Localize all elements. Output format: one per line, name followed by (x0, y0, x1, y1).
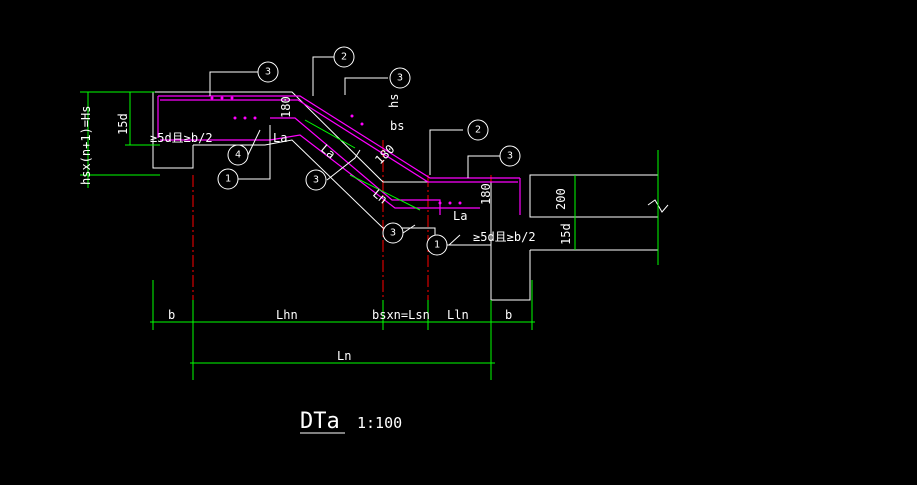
dimension-labels: b Lhn bsxn=Lsn Lln b Ln (168, 308, 512, 363)
top-rebar-inner (160, 99, 518, 183)
bottom-rebar-2 (270, 117, 441, 215)
callout-circle (467, 119, 489, 141)
bs-label: bs (390, 119, 404, 133)
rebar-dot (220, 96, 224, 100)
callout-number: 4 (235, 150, 241, 161)
rebar-dots (210, 96, 462, 205)
callout-circle (257, 61, 279, 83)
callout-leaders (209, 56, 500, 246)
callout-circle (426, 234, 448, 256)
leader-3-slope (326, 149, 361, 181)
rebar-dot (360, 122, 364, 126)
callout-numbers: 2 3 3 2 3 4 1 3 3 1 (225, 52, 513, 251)
dim-b-left: b (168, 308, 175, 322)
dim-b-right: b (505, 308, 512, 322)
callout-number: 1 (434, 240, 440, 251)
concrete-outline (152, 91, 669, 301)
rebar-dot (210, 96, 214, 100)
dim-180-c: 180 (479, 183, 493, 205)
callout-circle (389, 67, 411, 89)
dim-180-a: 180 (279, 96, 293, 118)
callout-circle (227, 144, 249, 166)
callout-circle (333, 46, 355, 68)
drawing-title: DTa (300, 409, 340, 434)
la-curve-1 (304, 119, 356, 149)
axis-lines (192, 140, 492, 310)
rebar-dot (230, 96, 234, 100)
leader-1-left (238, 125, 271, 180)
callout-number: 3 (265, 67, 271, 78)
leader-4 (247, 129, 261, 156)
rebar-dot (350, 114, 354, 118)
rebar-dot (448, 201, 452, 205)
landing-soffit (152, 92, 194, 169)
callout-number: 3 (397, 73, 403, 84)
rebar-dot (233, 116, 237, 120)
callout-number: 3 (507, 151, 513, 162)
la-label-2: La (318, 142, 338, 162)
la-label-1: La (273, 131, 287, 145)
callout-number: 2 (341, 52, 347, 63)
leader-1-bottom (448, 234, 461, 246)
callout-number: 1 (225, 174, 231, 185)
la-label-3: La (453, 209, 467, 223)
ln-slope-label: Ln (370, 187, 390, 207)
top-rebar (158, 95, 520, 179)
five-d-left-label: ≥5d且≥b/2 (150, 131, 213, 145)
drawing-labels: hsx(n+1)=Hs 15d ≥5d且≥b/2 La La Ln 180 18… (79, 94, 573, 245)
callout-circle (382, 222, 404, 244)
rebar-dot (438, 201, 442, 205)
drawing-title-block: DTa 1:100 (300, 409, 402, 434)
d15-left-label: 15d (116, 113, 130, 135)
leader-3-mid (344, 77, 388, 95)
leader-2-right (429, 129, 463, 175)
dim-200-label: 200 (554, 188, 568, 210)
leader-3-right (467, 155, 500, 178)
hs-total-label: hsx(n+1)=Hs (79, 106, 93, 185)
rebar-dot (243, 116, 247, 120)
callout-circle (305, 169, 327, 191)
rebar-lines (157, 95, 521, 215)
dim-ln: Ln (337, 349, 351, 363)
leader-2-top (312, 56, 334, 96)
dim-lhn: Lhn (276, 308, 298, 322)
five-d-right-label: ≥5d且≥b/2 (473, 230, 536, 244)
hs-label: hs (387, 94, 401, 108)
leader-3-top (209, 71, 258, 96)
d15-right-label: 15d (559, 223, 573, 245)
callout-number: 2 (475, 125, 481, 136)
callout-circle (217, 168, 239, 190)
rebar-dot (458, 201, 462, 205)
right-slab-section (529, 174, 659, 218)
dim-bsxn: bsxn=Lsn (372, 308, 430, 322)
dimension-lines (80, 91, 659, 380)
rebar-dot (253, 116, 257, 120)
drawing-scale: 1:100 (357, 414, 402, 432)
bottom-rebar (160, 134, 480, 209)
callout-circle (499, 145, 521, 167)
la-curve-2 (349, 174, 421, 211)
leader-3-bottom (402, 224, 416, 234)
callout-number: 3 (313, 175, 319, 186)
callout-number: 3 (390, 228, 396, 239)
callout-circles (217, 46, 521, 256)
dim-lln: Lln (447, 308, 469, 322)
dim-180-b: 180 (372, 142, 397, 167)
